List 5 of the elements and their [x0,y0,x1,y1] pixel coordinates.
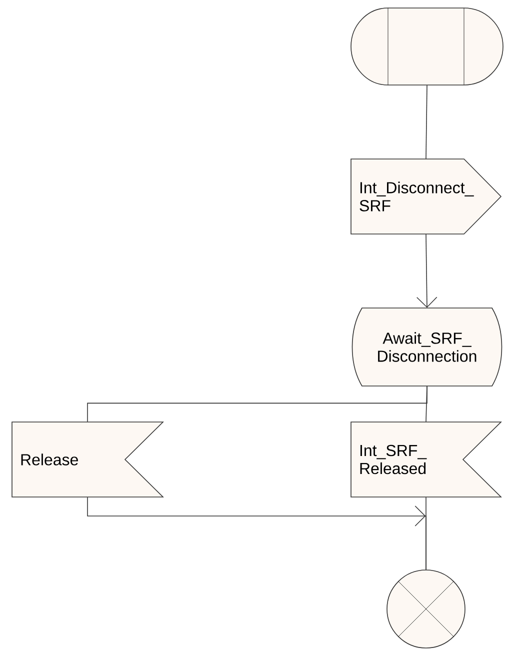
procedure-start-symbol [350,8,504,86]
stop-symbol [386,570,466,648]
arrow [416,234,438,308]
flow-line [426,386,428,422]
flow-line [426,84,428,160]
